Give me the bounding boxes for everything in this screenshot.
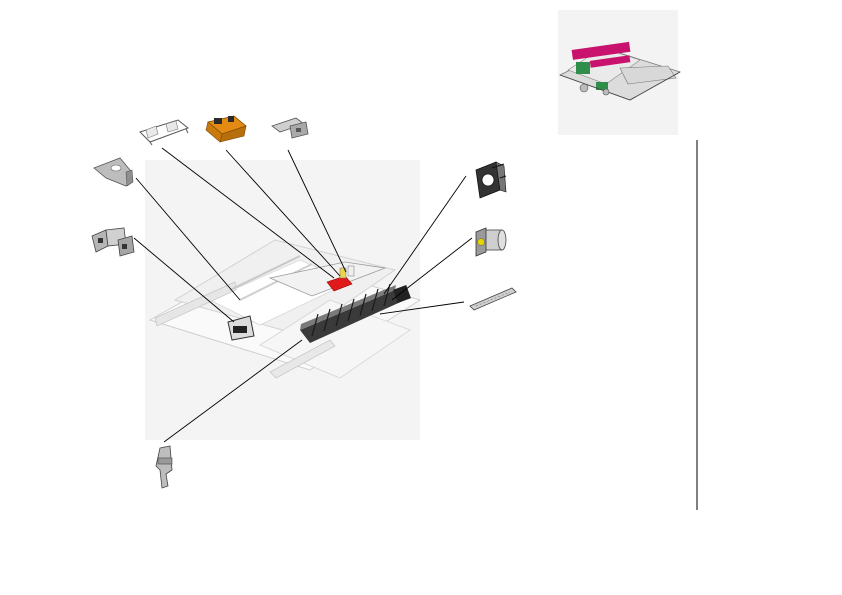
part-gear-plate	[475, 161, 507, 199]
leader-gear-plate	[383, 175, 467, 295]
part-motor	[475, 227, 507, 257]
overview-assembly-image	[558, 10, 682, 135]
leader-flat-plate-bracket	[135, 177, 241, 301]
leader-orange-block	[225, 149, 341, 277]
leader-sensor-bar	[379, 301, 465, 315]
leader-vertical-clip	[163, 339, 303, 443]
part-wire-bracket	[139, 119, 190, 146]
part-flat-plate-bracket	[93, 157, 134, 187]
part-u-bracket	[91, 227, 135, 257]
part-vertical-clip	[155, 445, 173, 489]
leader-motor	[391, 237, 473, 301]
main-assembly-image	[148, 239, 422, 379]
leader-u-bracket	[133, 237, 235, 323]
leader-lines	[133, 147, 473, 443]
leader-small-metal-bracket	[287, 149, 347, 273]
part-orange-block	[205, 115, 247, 143]
part-sensor-bar	[469, 287, 517, 311]
leader-wire-bracket	[161, 147, 335, 279]
part-small-metal-bracket	[271, 117, 309, 139]
